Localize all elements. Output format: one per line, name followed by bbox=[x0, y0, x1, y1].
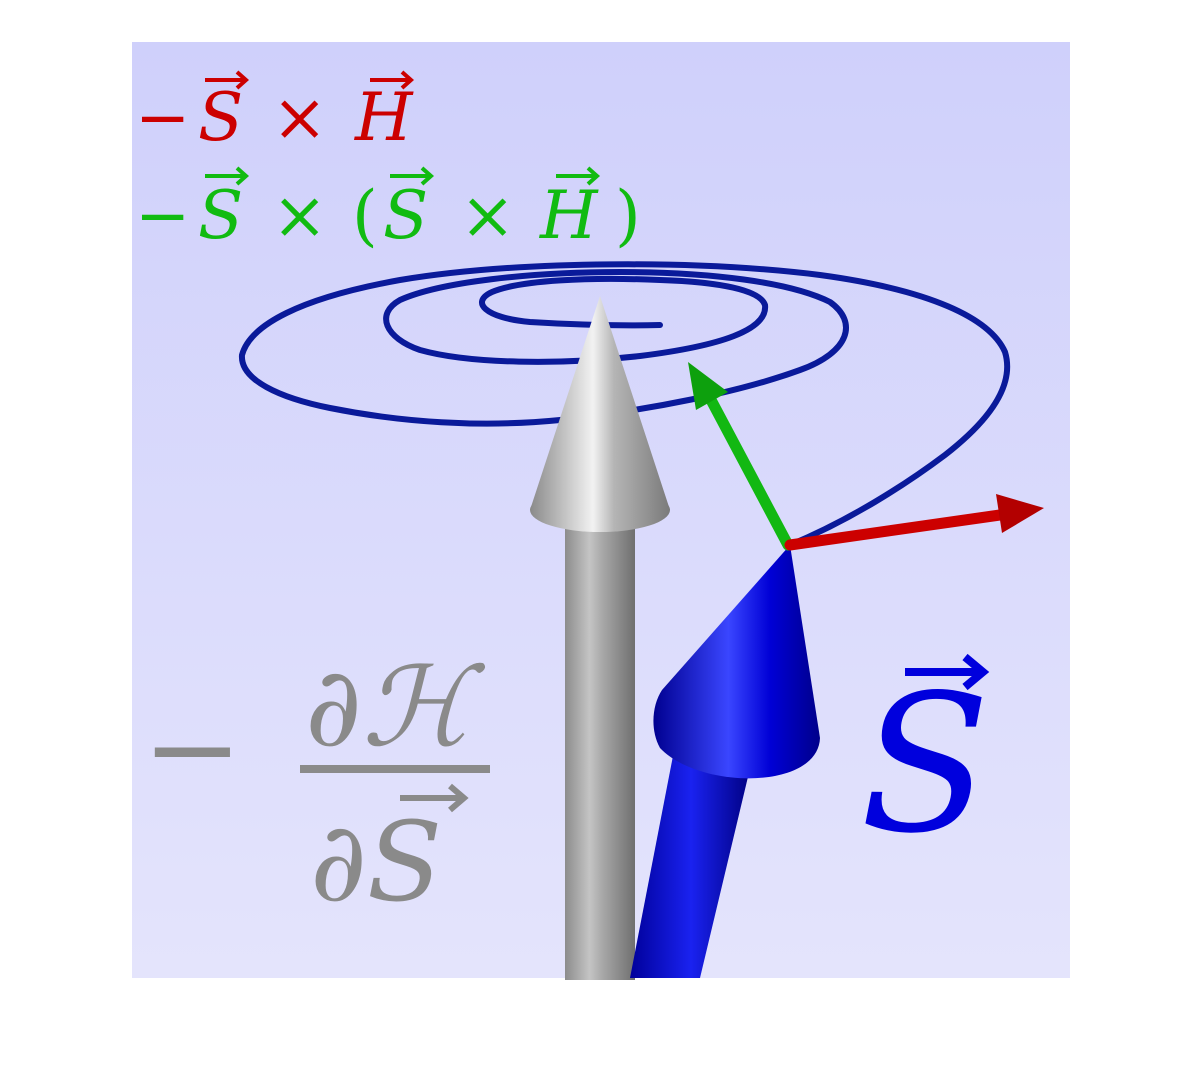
field-vector-arrow bbox=[400, 783, 469, 813]
spin-label: S bbox=[860, 653, 990, 875]
red-arrow-icon bbox=[784, 494, 1044, 551]
field-label: − ∂ℋ ∂S bbox=[142, 643, 490, 926]
blue-arrow-icon bbox=[630, 545, 820, 978]
precession-vector-arrows bbox=[205, 70, 415, 90]
damping-cross1: × bbox=[272, 177, 327, 254]
precession-h: H bbox=[354, 79, 414, 156]
damping-lparen: ( bbox=[352, 177, 378, 254]
gray-arrow-icon bbox=[530, 296, 670, 980]
precession-label: − S × H bbox=[135, 70, 415, 156]
damping-vector-arrows bbox=[205, 166, 601, 186]
green-arrow-icon bbox=[688, 362, 794, 551]
precession-minus: − bbox=[135, 79, 190, 156]
field-denominator: ∂S bbox=[310, 798, 442, 926]
damping-cross2: × bbox=[460, 177, 515, 254]
spin-s: S bbox=[860, 654, 990, 875]
field-fraction-bar bbox=[300, 765, 490, 773]
spin-vector-arrow bbox=[905, 653, 990, 691]
precession-cross: × bbox=[272, 79, 327, 156]
spiral-trajectory bbox=[239, 261, 1011, 548]
precession-s: S bbox=[198, 79, 243, 156]
damping-rparen: ) bbox=[615, 177, 641, 254]
damping-s1: S bbox=[198, 177, 243, 254]
damping-h: H bbox=[539, 177, 599, 254]
damping-label: − S × ( S × H ) bbox=[135, 166, 641, 254]
field-numerator: ∂ℋ bbox=[305, 643, 486, 771]
damping-minus: − bbox=[135, 177, 190, 254]
damping-s2: S bbox=[383, 177, 428, 254]
field-minus: − bbox=[142, 680, 243, 819]
